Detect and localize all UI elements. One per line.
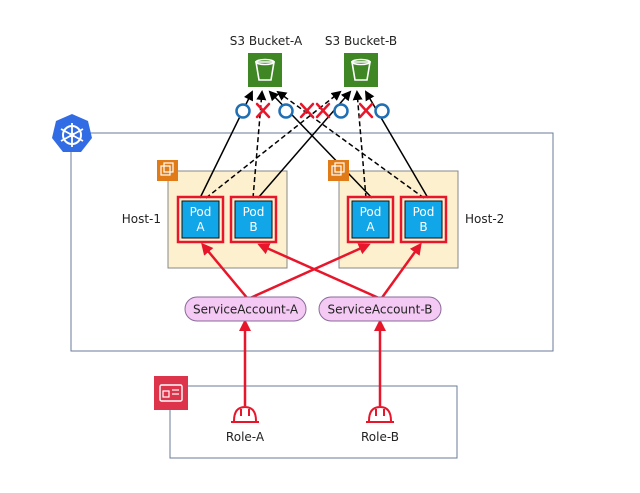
allowed-marker <box>333 103 349 119</box>
service-account-label: ServiceAccount-B <box>328 303 433 317</box>
kubernetes-icon <box>52 114 92 152</box>
pod-name: B <box>249 220 257 234</box>
allowed-marker <box>235 103 251 119</box>
pod-b2-to-bucket-a <box>276 90 425 199</box>
role-label: Role-A <box>226 430 265 444</box>
s3-bucket-b: S3 Bucket-B <box>325 34 397 87</box>
s3-bucket-a: S3 Bucket-A <box>230 34 303 87</box>
denied-marker <box>255 102 271 119</box>
pod-name: A <box>366 220 375 234</box>
cluster-boundary <box>70 132 554 352</box>
pod-label: Pod <box>360 205 382 219</box>
allowed-marker <box>278 103 294 119</box>
allowed-marker <box>374 103 390 119</box>
denied-marker <box>315 102 331 119</box>
ec2-instance-icon <box>328 160 349 181</box>
ec2-instance-icon <box>157 160 178 181</box>
denied-marker <box>299 102 315 119</box>
sa-pod-arrows <box>201 242 422 301</box>
pod-label: Pod <box>190 205 212 219</box>
service-account-label: ServiceAccount-A <box>193 303 299 317</box>
role-hardhat-icon <box>231 405 259 423</box>
pod-name: B <box>419 220 427 234</box>
sa-b-to-pod-b2 <box>379 242 422 300</box>
role-sa-arrows <box>239 319 386 406</box>
role-b: Role-B <box>361 405 399 444</box>
service-account-a: ServiceAccount-A <box>184 296 307 322</box>
iam-icon <box>154 376 188 410</box>
bucket-label: S3 Bucket-A <box>230 34 303 48</box>
pod-label: Pod <box>243 205 265 219</box>
role-hardhat-icon <box>366 405 394 423</box>
pod-b-host-2: Pod B <box>399 195 448 244</box>
sa-b-to-pod-b1 <box>257 243 382 301</box>
pod-b1-to-bucket-a <box>252 90 267 199</box>
pod-a2-to-bucket-b <box>352 90 367 199</box>
role-label: Role-B <box>361 430 399 444</box>
pod-a-host-2: Pod A <box>346 195 395 244</box>
pod-b-host-1: Pod B <box>229 195 278 244</box>
sa-a-to-pod-a1 <box>201 242 249 300</box>
role-a: Role-A <box>226 405 265 444</box>
iam-boundary <box>169 385 458 459</box>
s3-bucket-icon <box>248 53 282 87</box>
denied-marker <box>358 102 374 119</box>
host-1-label: Host-1 <box>122 212 161 226</box>
access-markers <box>235 102 390 119</box>
host-2-label: Host-2 <box>465 212 504 226</box>
pod-name: A <box>196 220 205 234</box>
s3-bucket-icon <box>344 53 378 87</box>
pod-label: Pod <box>413 205 435 219</box>
service-account-b: ServiceAccount-B <box>318 296 442 322</box>
bucket-label: S3 Bucket-B <box>325 34 397 48</box>
pod-a1-to-bucket-b <box>205 90 342 199</box>
pod-a-host-1: Pod A <box>176 195 225 244</box>
sa-a-to-pod-a2 <box>247 243 371 301</box>
